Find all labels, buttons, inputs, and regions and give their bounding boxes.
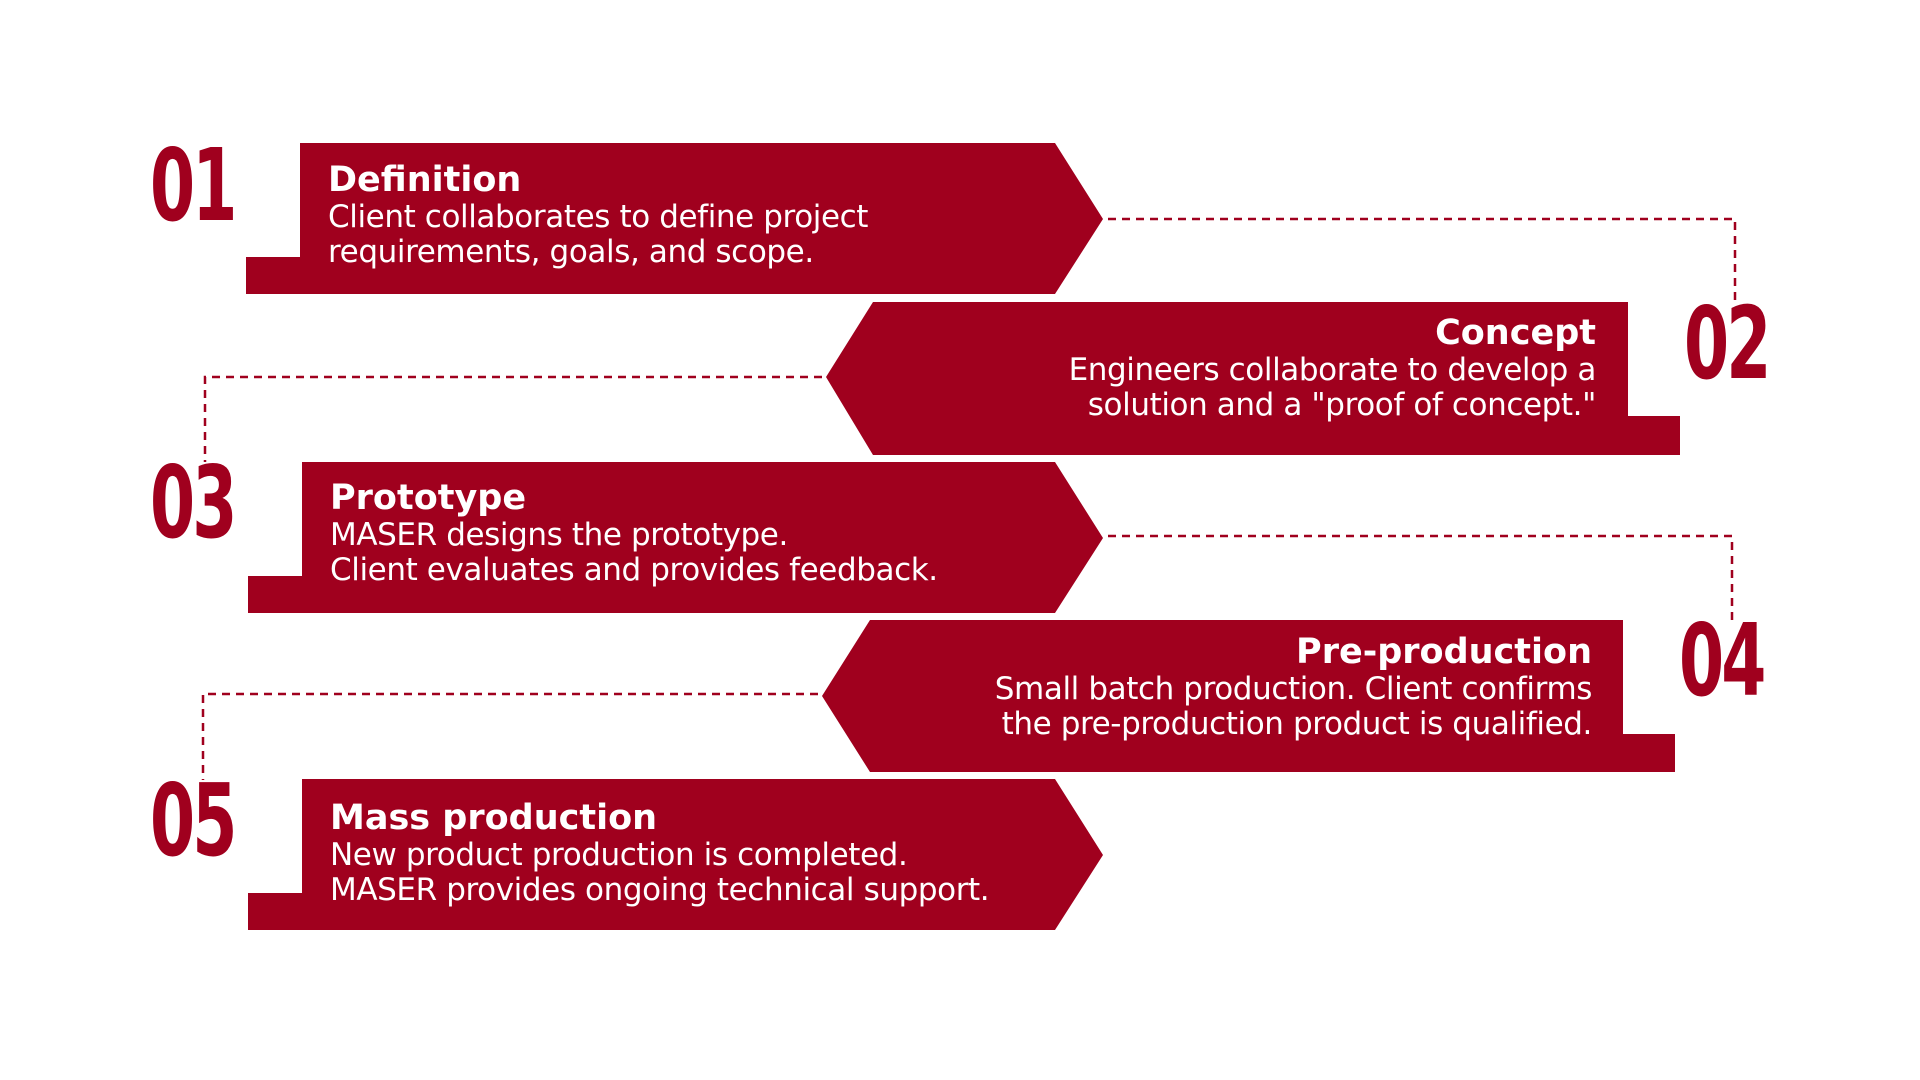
step-04-description-line-2: the pre-production product is qualified. bbox=[1001, 706, 1593, 742]
connector-02-03 bbox=[203, 375, 822, 462]
step-05-description-line-2: MASER provides ongoing technical support… bbox=[330, 872, 990, 908]
step-01-text: Definition Client collaborates to define… bbox=[328, 160, 868, 270]
step-03-description-line-2: Client evaluates and provides feedback. bbox=[330, 552, 938, 588]
step-02-description-line-2: solution and a "proof of concept." bbox=[1087, 387, 1597, 423]
step-05-title: Mass production bbox=[330, 798, 658, 838]
step-03-description-line-1: MASER designs the prototype. bbox=[330, 517, 788, 553]
step-01-title: Definition bbox=[328, 160, 522, 200]
step-03-title: Prototype bbox=[330, 478, 527, 518]
step-01-description-line-1: Client collaborates to define project bbox=[328, 199, 869, 235]
step-04-description-line-1: Small batch production. Client confirms bbox=[994, 671, 1593, 707]
connector-03-04 bbox=[1108, 534, 1734, 620]
step-01-number: 01 bbox=[150, 127, 237, 244]
step-01-description-line-2: requirements, goals, and scope. bbox=[328, 234, 814, 270]
step-05-text: Mass production New product production i… bbox=[330, 798, 990, 908]
step-04-number: 04 bbox=[1679, 602, 1766, 719]
step-02-text: Concept Engineers collaborate to develop… bbox=[1068, 313, 1597, 423]
connector-04-05 bbox=[201, 692, 818, 780]
step-05-description-line-1: New product production is completed. bbox=[330, 837, 908, 873]
step-02-number: 02 bbox=[1684, 285, 1771, 402]
step-04-title: Pre-production bbox=[1296, 632, 1592, 672]
step-03-text: Prototype MASER designs the prototype. C… bbox=[330, 478, 938, 588]
step-02-title: Concept bbox=[1435, 313, 1596, 353]
step-02-description-line-1: Engineers collaborate to develop a bbox=[1068, 352, 1597, 388]
step-04-text: Pre-production Small batch production. C… bbox=[994, 632, 1593, 742]
step-05-number: 05 bbox=[150, 762, 237, 879]
step-03-number: 03 bbox=[150, 444, 237, 561]
